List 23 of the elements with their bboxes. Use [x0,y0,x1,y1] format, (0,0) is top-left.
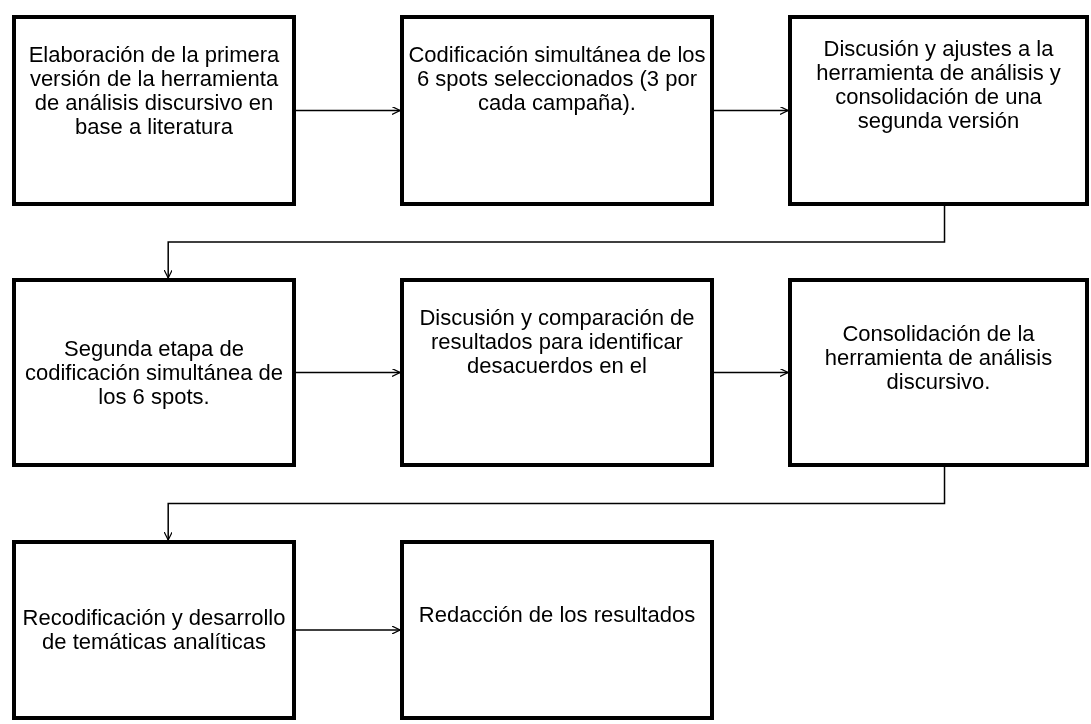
process-box [12,278,296,467]
step-text: Discusión y comparación de resultados para identificar desacuerdos en el [418,306,696,378]
process-box [12,15,296,206]
step-text: Consolidación de la herramienta de análisis discursivo. [823,321,1054,394]
process-box [788,278,1089,467]
step-text: Recodificación y desarrollo de temáticas analíticas [21,606,287,654]
arrow [163,466,946,541]
arrow [295,367,401,378]
process-box [788,15,1089,206]
arrow [713,105,789,116]
step-text: Segunda etapa de codificación simultánea de los 6 spots. [23,336,284,409]
process-box [400,15,714,206]
arrow [295,625,401,635]
step-text: Redacción de los resultados [418,603,696,627]
arrow [713,367,789,378]
arrow [295,105,401,116]
step-text: Codificación simultánea de los 6 spots seleccionados (3 por cada campaña). [408,43,706,115]
process-box [400,540,714,720]
step-text: Discusión y ajustes a la herramienta de análisis y consolidación de una segunda versión [815,37,1062,133]
process-box [12,540,296,720]
arrow [163,205,946,279]
step-text: Elaboración de la primera versión de la herramienta de análisis discursivo en base a literatura [27,43,281,139]
process-box [400,278,714,467]
